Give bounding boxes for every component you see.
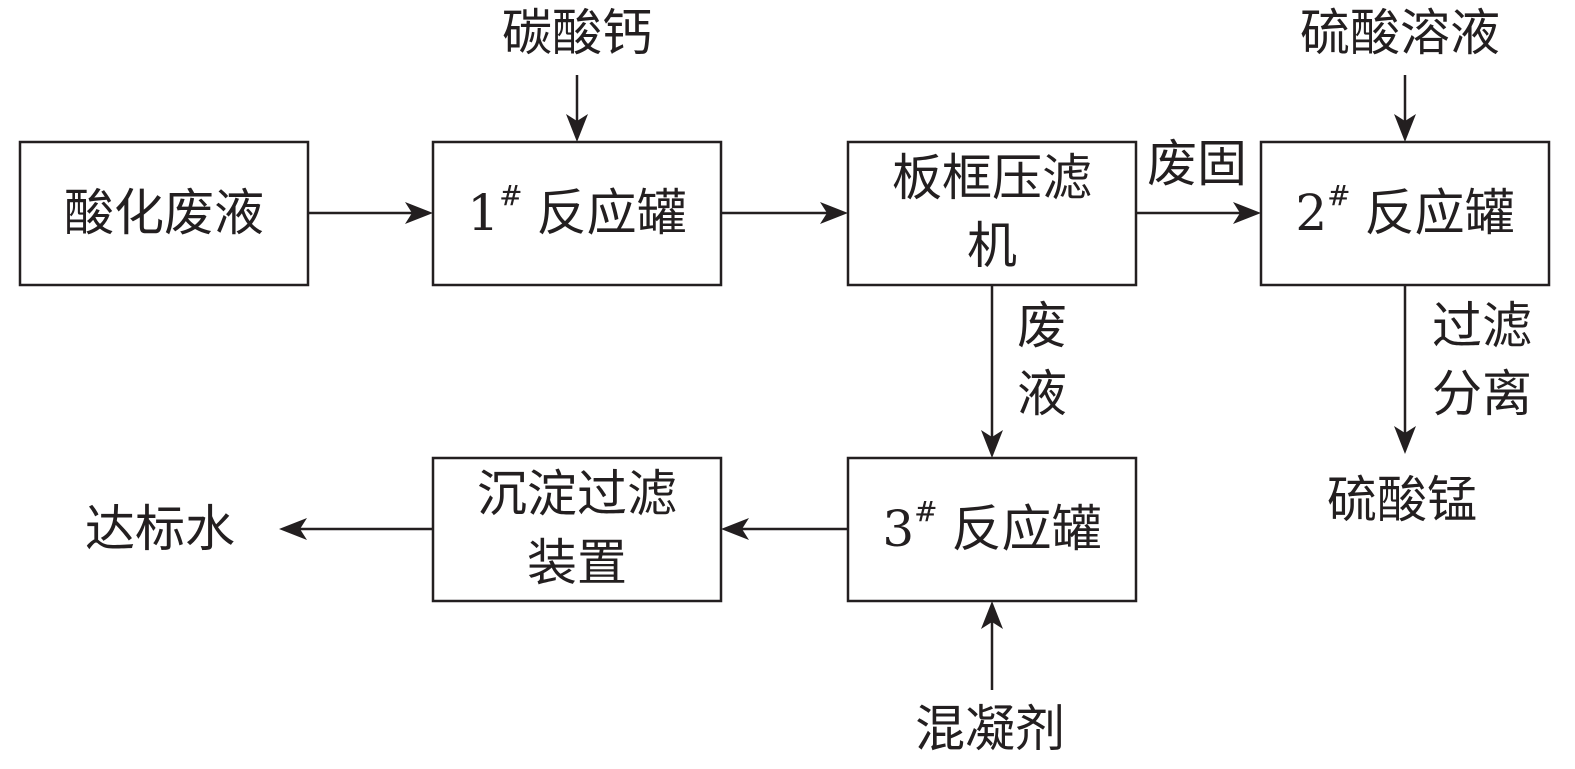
svg-text:1#反应罐: 1# 反应罐 [467, 179, 686, 243]
edge-label-filter-separation-1: 过滤 [1432, 297, 1532, 355]
node-reaction-tank-1: 1# 反应罐 [431, 140, 723, 287]
input-coagulant: 混凝剂 [915, 700, 1065, 758]
filter-press-line-2: 机 [967, 217, 1017, 275]
arrow-tank-3-to-settler [721, 518, 848, 540]
tank-3-mark: # [914, 495, 937, 528]
settler-line-1: 沉淀过滤 [477, 465, 677, 523]
output-manganese-sulfate: 硫酸锰 [1327, 471, 1477, 529]
node-reaction-tank-3: 3# 反应罐 [846, 456, 1138, 603]
node-acid-waste: 酸化废液 [18, 140, 310, 287]
edge-label-waste-liquid-1: 废 [1017, 297, 1067, 355]
tank-1-number: 1 [467, 184, 499, 242]
arrow-coagulant-in [981, 601, 1003, 690]
edge-label-waste-solid: 废固 [1147, 135, 1247, 193]
tank-2-mark: # [1327, 179, 1350, 212]
filter-press-line-1: 板框压滤 [892, 149, 1092, 207]
node-reaction-tank-2: 2# 反应罐 [1259, 140, 1551, 287]
arrow-filter-press-to-tank-2 [1136, 202, 1261, 224]
node-filter-press: 板框压滤 机 [846, 140, 1138, 287]
tank-3-label: 反应罐 [952, 500, 1102, 558]
tank-1-mark: # [499, 179, 522, 212]
svg-text:3#反应罐: 3# 反应罐 [882, 495, 1101, 559]
node-settling-filter: 沉淀过滤 装置 [431, 456, 723, 603]
output-compliant-water: 达标水 [85, 500, 235, 558]
arrow-calcium-carbonate-in [566, 75, 588, 142]
tank-1-label: 反应罐 [537, 184, 687, 242]
input-calcium-carbonate: 碳酸钙 [502, 4, 652, 62]
arrow-tank-1-to-filter-press [721, 202, 848, 224]
arrow-tank-2-to-product [1394, 285, 1416, 454]
tank-2-label: 反应罐 [1365, 184, 1515, 242]
arrow-filter-press-to-tank-3 [981, 285, 1003, 458]
edge-label-waste-liquid-2: 液 [1017, 365, 1067, 423]
arrow-acid-waste-to-tank-1 [308, 202, 433, 224]
arrow-settler-to-water [279, 518, 433, 540]
input-sulfuric-acid: 硫酸溶液 [1300, 4, 1500, 62]
edge-label-filter-separation-2: 分离 [1432, 365, 1532, 423]
settler-line-2: 装置 [527, 534, 627, 592]
tank-3-number: 3 [882, 500, 914, 558]
svg-text:2#反应罐: 2# 反应罐 [1295, 179, 1514, 243]
arrow-sulfuric-acid-in [1394, 75, 1416, 142]
node-acid-waste-label: 酸化废液 [64, 184, 264, 242]
tank-2-number: 2 [1295, 184, 1327, 242]
